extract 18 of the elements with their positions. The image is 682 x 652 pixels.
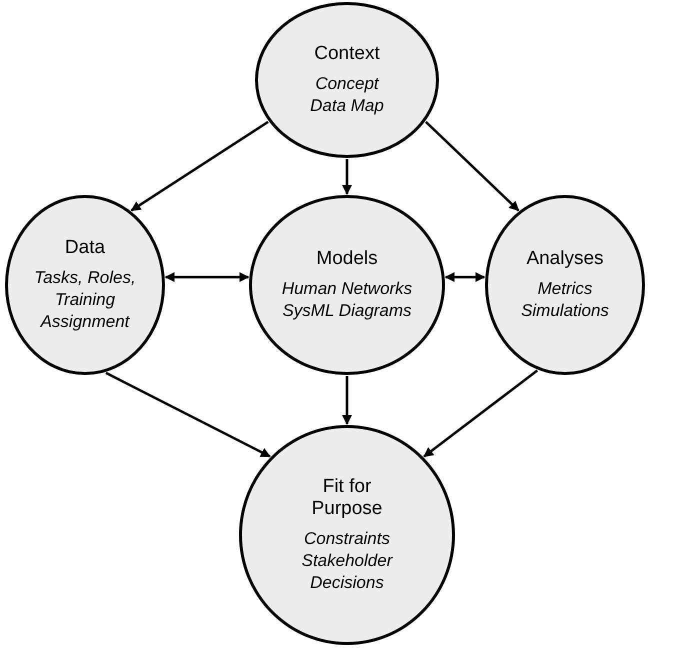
arrow xyxy=(444,272,486,282)
node-description: Human Networks SysML Diagrams xyxy=(280,278,414,322)
node-title: Data xyxy=(64,236,106,259)
node-title: Models xyxy=(316,248,378,270)
arrow xyxy=(342,376,352,425)
node-description: Metrics Simulations xyxy=(520,278,610,322)
node-title: Analyses xyxy=(526,248,604,270)
arrow xyxy=(425,120,520,212)
arrow xyxy=(105,372,271,458)
node-description: Tasks, Roles, Training Assignment xyxy=(33,266,137,334)
node-title: Context xyxy=(314,42,380,65)
node-title: Fit for Purpose xyxy=(310,476,384,520)
node-description: Concept Data Map xyxy=(309,72,385,117)
arrow xyxy=(423,370,538,458)
node-description: Constraints Stakeholder Decisions xyxy=(300,528,394,594)
arrow xyxy=(164,272,250,282)
arrow xyxy=(342,159,352,195)
arrow xyxy=(130,120,269,212)
